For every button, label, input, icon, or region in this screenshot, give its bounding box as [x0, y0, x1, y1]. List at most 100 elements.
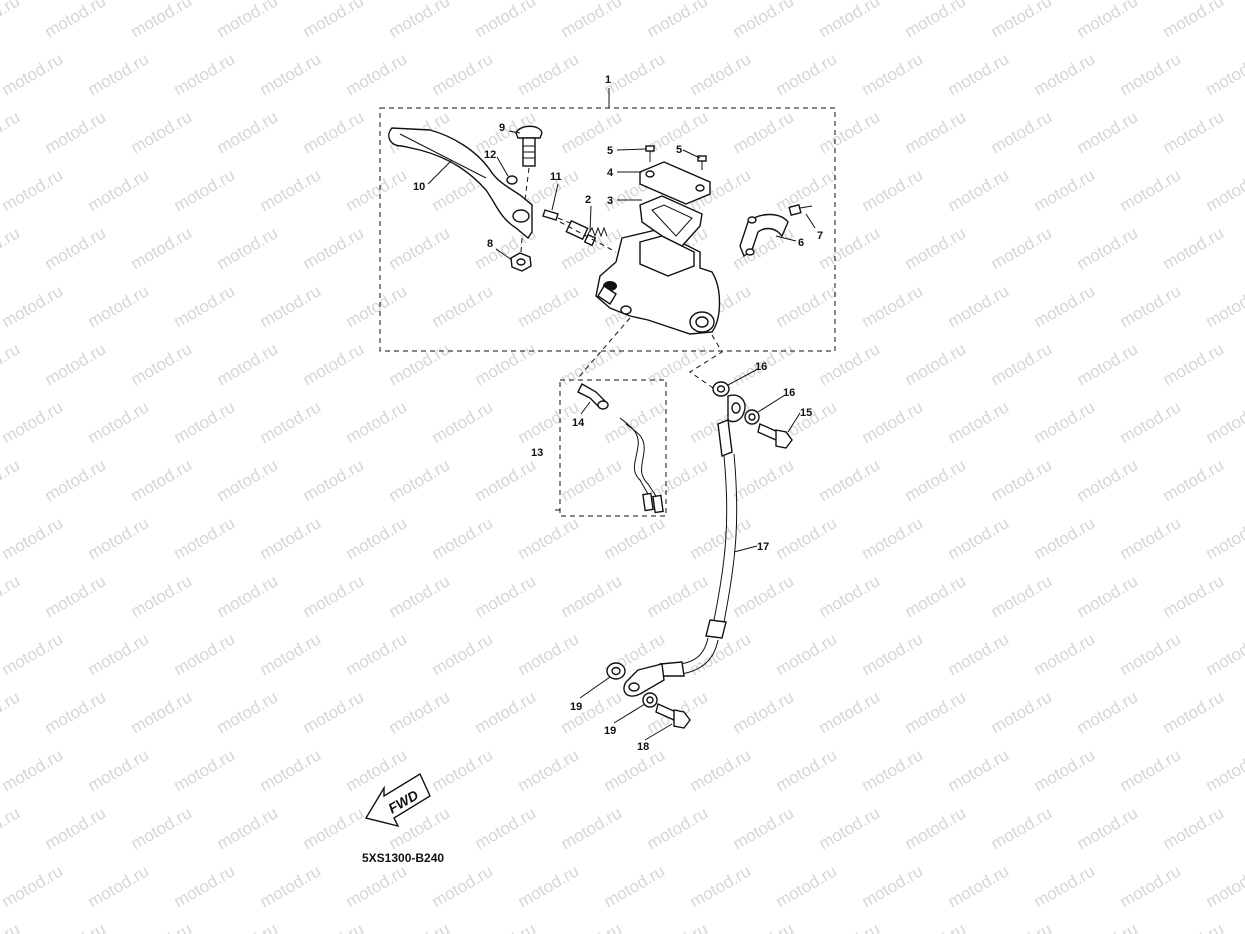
watermark-text: motod.ru	[1074, 107, 1142, 157]
watermark-text: motod.ru	[343, 165, 411, 215]
watermark-text: motod.ru	[300, 339, 368, 389]
watermark-text: motod.ru	[1203, 513, 1245, 563]
watermark-text: motod.ru	[0, 745, 66, 795]
watermark-text: motod.ru	[300, 687, 368, 737]
watermark-text: motod.ru	[644, 0, 712, 41]
watermark-text: motod.ru	[558, 107, 626, 157]
watermark-text: motod.ru	[1074, 223, 1142, 273]
watermark-text: motod.ru	[257, 513, 325, 563]
watermark-text: motod.ru	[730, 687, 798, 737]
watermark-text: motod.ru	[386, 0, 454, 41]
callout-5-right: 5	[676, 144, 682, 156]
watermark-text: motod.ru	[1160, 339, 1228, 389]
watermark-text: motod.ru	[1074, 0, 1142, 41]
watermark-text: motod.ru	[128, 339, 196, 389]
watermark-text: motod.ru	[429, 513, 497, 563]
watermark-text: motod.ru	[558, 455, 626, 505]
watermark-text: motod.ru	[1203, 397, 1245, 447]
watermark-text: motod.ru	[988, 223, 1056, 273]
watermark-text: motod.ru	[945, 629, 1013, 679]
watermark-text: motod.ru	[343, 513, 411, 563]
watermark-text: motod.ru	[945, 281, 1013, 331]
watermark-text: motod.ru	[171, 397, 239, 447]
watermark-text: motod.ru	[1203, 629, 1245, 679]
watermark-text: motod.ru	[171, 745, 239, 795]
watermark-text: motod.ru	[128, 687, 196, 737]
watermark-text: motod.ru	[558, 919, 626, 934]
callouts: 1 2 3 4 5 5 6 7 8 9 10 11 12 13 14 15 16…	[413, 74, 823, 753]
watermark-text: motod.ru	[902, 0, 970, 41]
piston-kit	[559, 219, 617, 253]
watermark-text: motod.ru	[429, 397, 497, 447]
watermark-text: motod.ru	[773, 281, 841, 331]
watermark-text: motod.ru	[300, 455, 368, 505]
brake-switch	[577, 383, 609, 410]
watermark-text: motod.ru	[429, 629, 497, 679]
watermark-text: motod.ru	[859, 629, 927, 679]
callout-11: 11	[550, 171, 562, 183]
watermark-text: motod.ru	[214, 0, 282, 41]
watermark-text: motod.ru	[859, 745, 927, 795]
watermark-text: motod.ru	[42, 803, 110, 853]
callout-15: 15	[800, 407, 812, 419]
watermark-text: motod.ru	[816, 803, 884, 853]
watermark-text: motod.ru	[601, 861, 669, 911]
watermark-text: motod.ru	[1074, 571, 1142, 621]
watermark-text: motod.ru	[257, 281, 325, 331]
watermark-text: motod.ru	[945, 165, 1013, 215]
watermark-text: motod.ru	[1031, 745, 1099, 795]
watermark-text: motod.ru	[0, 339, 23, 389]
watermark-text: motod.ru	[128, 107, 196, 157]
watermark-text: motod.ru	[386, 223, 454, 273]
watermark-text: motod.ru	[257, 49, 325, 99]
handlebar-clamp	[739, 213, 789, 258]
callout-5-left: 5	[607, 145, 613, 157]
watermark-text: motod.ru	[859, 281, 927, 331]
watermark-text: motod.ru	[1117, 861, 1185, 911]
watermark-text: motod.ru	[128, 571, 196, 621]
watermark-text: motod.ru	[730, 919, 798, 934]
watermark-text: motod.ru	[171, 861, 239, 911]
watermark-text: motod.ru	[472, 687, 540, 737]
watermark-text: motod.ru	[644, 339, 712, 389]
watermark-text: motod.ru	[730, 803, 798, 853]
watermark-text: motod.ru	[988, 803, 1056, 853]
callout-8: 8	[487, 238, 493, 250]
watermark-text: motod.ru	[85, 49, 153, 99]
watermark-text: motod.ru	[515, 861, 583, 911]
watermark-text: motod.ru	[42, 107, 110, 157]
callout-19-a: 19	[570, 701, 582, 713]
watermark-text: motod.ru	[429, 281, 497, 331]
watermark-text: motod.ru	[128, 455, 196, 505]
watermark-text: motod.ru	[859, 861, 927, 911]
watermark-text: motod.ru	[0, 0, 23, 41]
watermark-text: motod.ru	[945, 861, 1013, 911]
watermark-text: motod.ru	[1074, 919, 1142, 934]
callout-6: 6	[798, 237, 804, 249]
watermark-text: motod.ru	[601, 513, 669, 563]
watermark-text: motod.ru	[730, 455, 798, 505]
watermark-text: motod.ru	[730, 0, 798, 41]
washer-19-bottom-b	[642, 692, 658, 708]
watermark-text: motod.ru	[687, 745, 755, 795]
watermark-text: motod.ru	[1117, 165, 1185, 215]
watermark-text: motod.ru	[214, 107, 282, 157]
watermark-text: motod.ru	[85, 397, 153, 447]
master-cylinder-assembly-box	[379, 107, 836, 352]
watermark-text: motod.ru	[214, 223, 282, 273]
watermark-text: motod.ru	[300, 107, 368, 157]
watermark-text: motod.ru	[1031, 513, 1099, 563]
watermark-text: motod.ru	[300, 0, 368, 41]
watermark-text: motod.ru	[214, 571, 282, 621]
watermark-text: motod.ru	[0, 861, 66, 911]
watermark-text: motod.ru	[1203, 49, 1245, 99]
watermark-text: motod.ru	[0, 513, 66, 563]
watermark-text: motod.ru	[0, 107, 23, 157]
watermark-text: motod.ru	[601, 397, 669, 447]
watermark-text: motod.ru	[300, 803, 368, 853]
watermark-text: motod.ru	[816, 339, 884, 389]
watermark-text: motod.ru	[902, 455, 970, 505]
watermark-text: motod.ru	[386, 687, 454, 737]
union-bolt-top	[757, 423, 793, 449]
